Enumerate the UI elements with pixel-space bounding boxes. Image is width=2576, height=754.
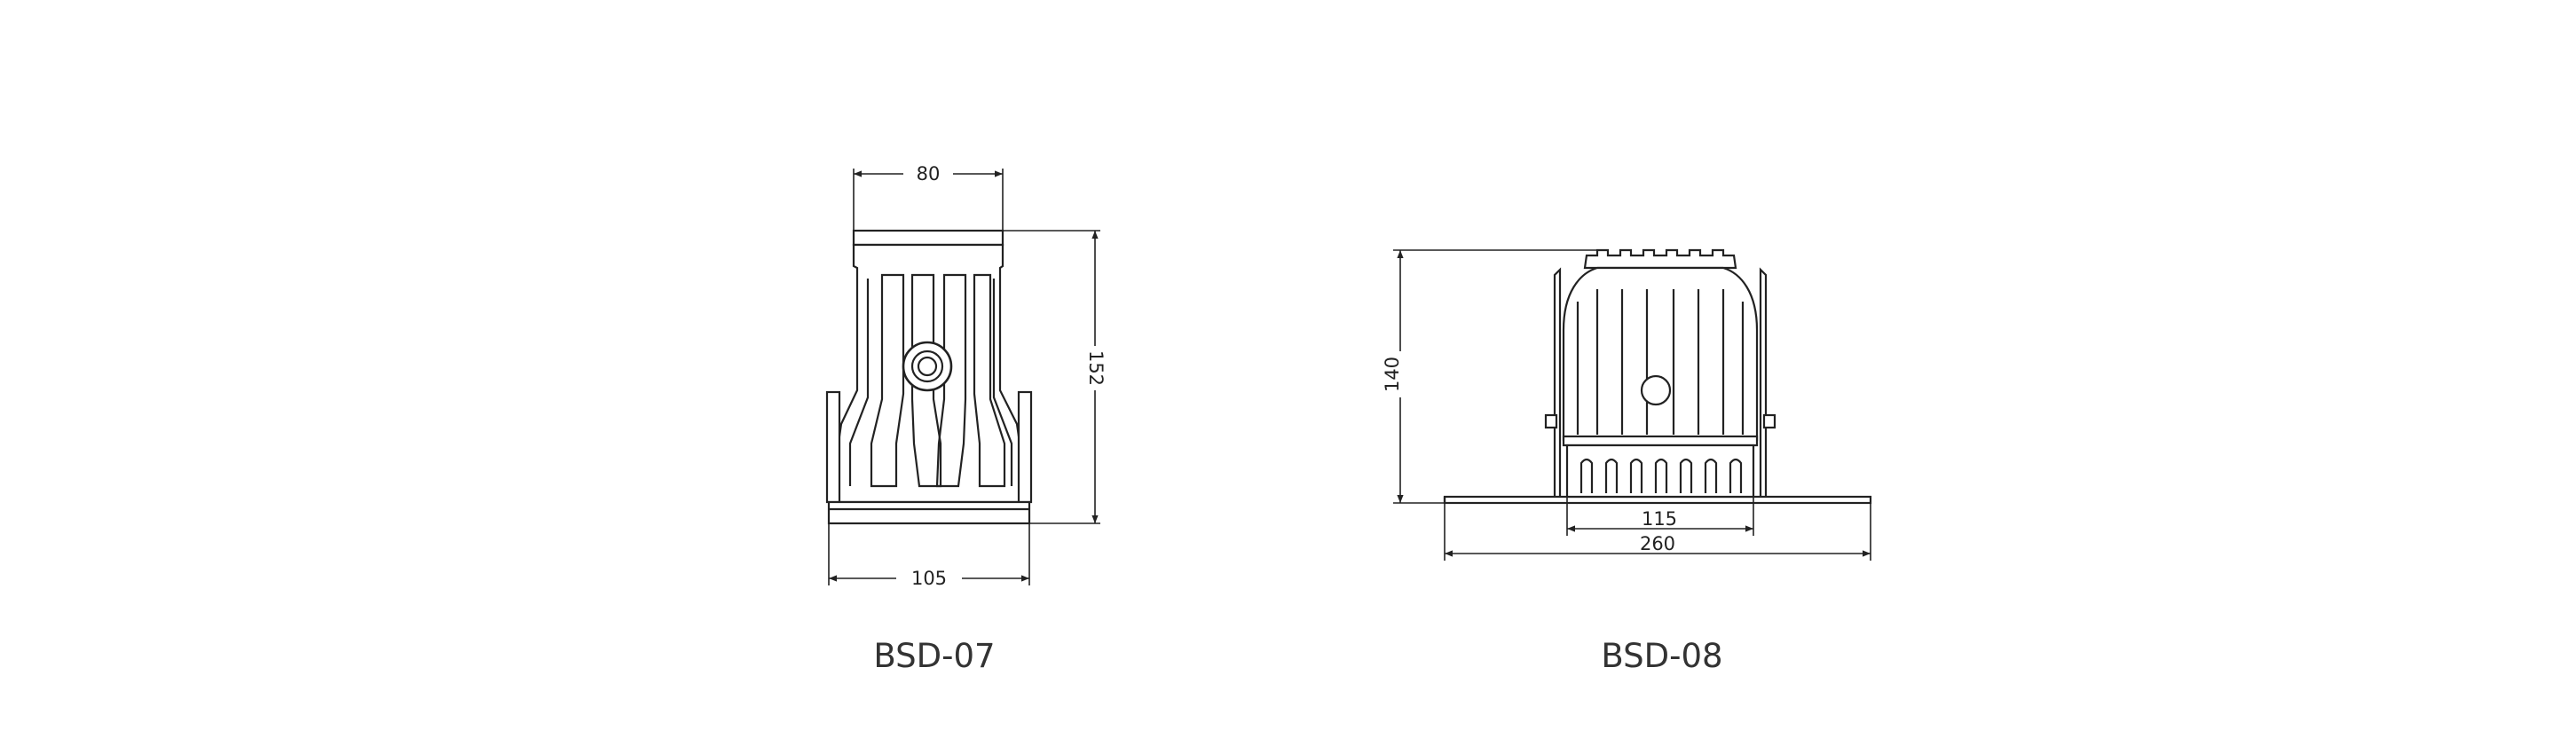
bsd08-slot-4 (1654, 458, 1668, 493)
bsd08-slot-2 (1604, 458, 1619, 493)
bsd08-dim-outer-width-label: 260 (1640, 533, 1675, 554)
bsd08-slot-1 (1579, 458, 1594, 493)
bsd07-base-plate (827, 500, 1031, 525)
bsd07-fin-center-right (935, 273, 967, 488)
bsd08-dim-inner-width-label: 115 (1642, 508, 1677, 530)
bsd07-fin-right-outer (992, 279, 1013, 486)
bsd07-knob-mid (910, 350, 944, 383)
bsd08-right-bolt (1762, 413, 1776, 429)
bsd08-slot-3 (1629, 458, 1643, 493)
bsd08-dimensions (1393, 249, 1871, 561)
bsd08-dim-height-label: 140 (1382, 357, 1403, 392)
bsd07-dimensions (828, 169, 1100, 585)
bsd07-drawing (825, 229, 1033, 525)
bsd08-slot-6 (1704, 458, 1718, 493)
bsd08-knob (1640, 374, 1672, 406)
bsd07-top-cap (852, 229, 1004, 247)
bsd07-dim-height-label: 152 (1085, 350, 1107, 386)
bsd07-knob-inner (917, 356, 938, 377)
bsd07-knob-outer (902, 341, 953, 392)
bsd07-right-lug (1017, 390, 1033, 504)
bsd08-slot-7 (1729, 458, 1743, 493)
bsd08-right-bracket (1759, 267, 1768, 497)
bsd08-collar-band (1562, 435, 1759, 447)
bsd08-dome (1562, 266, 1759, 442)
bsd08-collar (1565, 444, 1755, 499)
bsd07-dim-top-width-label: 80 (917, 163, 941, 185)
bsd08-top-cap (1583, 248, 1737, 270)
bsd08-left-bracket (1553, 267, 1562, 497)
bsd08-left-bolt (1544, 413, 1558, 429)
bsd07-left-lug (825, 390, 841, 504)
bsd07-fin-left-inner (870, 273, 905, 488)
bsd07-fin-right-inner (973, 273, 1006, 488)
bsd08-drawing (1443, 248, 1872, 505)
bsd07-caption: BSD-07 (873, 637, 995, 675)
bsd08-slot-5 (1679, 458, 1693, 493)
bsd08-caption: BSD-08 (1601, 637, 1722, 675)
bsd07-dim-bottom-width-label: 105 (911, 568, 947, 589)
bsd07-fin-left-outer (848, 279, 870, 486)
